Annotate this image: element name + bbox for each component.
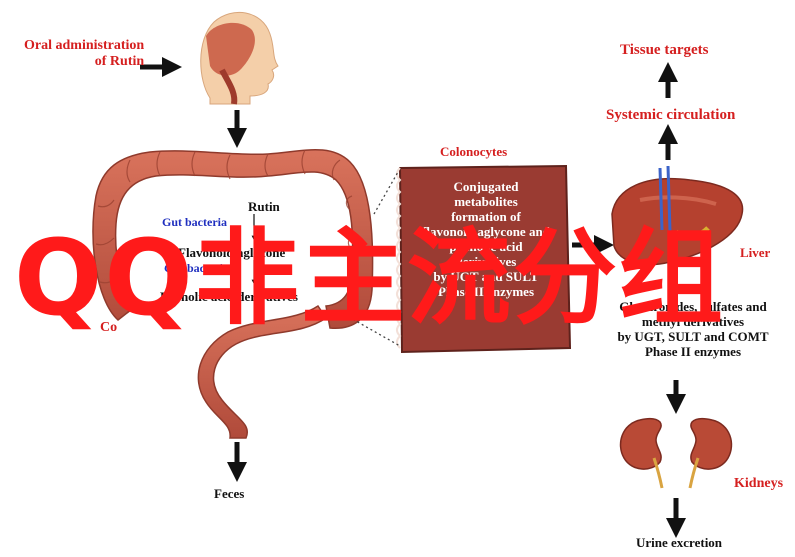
colon-label-partial: Co xyxy=(100,320,118,335)
phenolic-acid-label: Phenolic acid derivatives xyxy=(160,289,298,304)
head-profile-icon xyxy=(200,12,279,105)
liver-label: Liver xyxy=(740,245,771,260)
conjugated-metabolites-text: Conjugated metabolites formation of flav… xyxy=(422,179,550,299)
kidney-icon xyxy=(619,417,733,489)
tissue-targets-label: Tissue targets xyxy=(620,42,709,58)
flavonoid-aglycone-label: Flavonoid aglycone xyxy=(178,245,286,260)
watermark-text: QQ非主流分组 xyxy=(14,217,725,339)
gut-bacteria-label-2: Gut bacteria xyxy=(164,261,229,275)
urine-excretion-label: Urine excretion xyxy=(636,535,723,550)
kidneys-label: Kidneys xyxy=(734,476,784,491)
liver-icon xyxy=(611,165,744,266)
gut-bacteria-label-1: Gut bacteria xyxy=(162,215,227,229)
systemic-circulation-label: Systemic circulation xyxy=(606,107,736,123)
glucuronides-sulfates-text: Glucuronides, sulfates and methyl deriva… xyxy=(617,299,769,359)
intestine-icon xyxy=(92,149,374,439)
colonocytes-label: Colonocytes xyxy=(440,144,508,159)
rutin-label: Rutin xyxy=(248,199,280,214)
flow-arrows xyxy=(140,57,686,538)
colonocyte-box xyxy=(339,164,572,354)
feces-label: Feces xyxy=(214,486,245,501)
oral-administration-label: Oral administration of Rutin xyxy=(24,38,145,70)
